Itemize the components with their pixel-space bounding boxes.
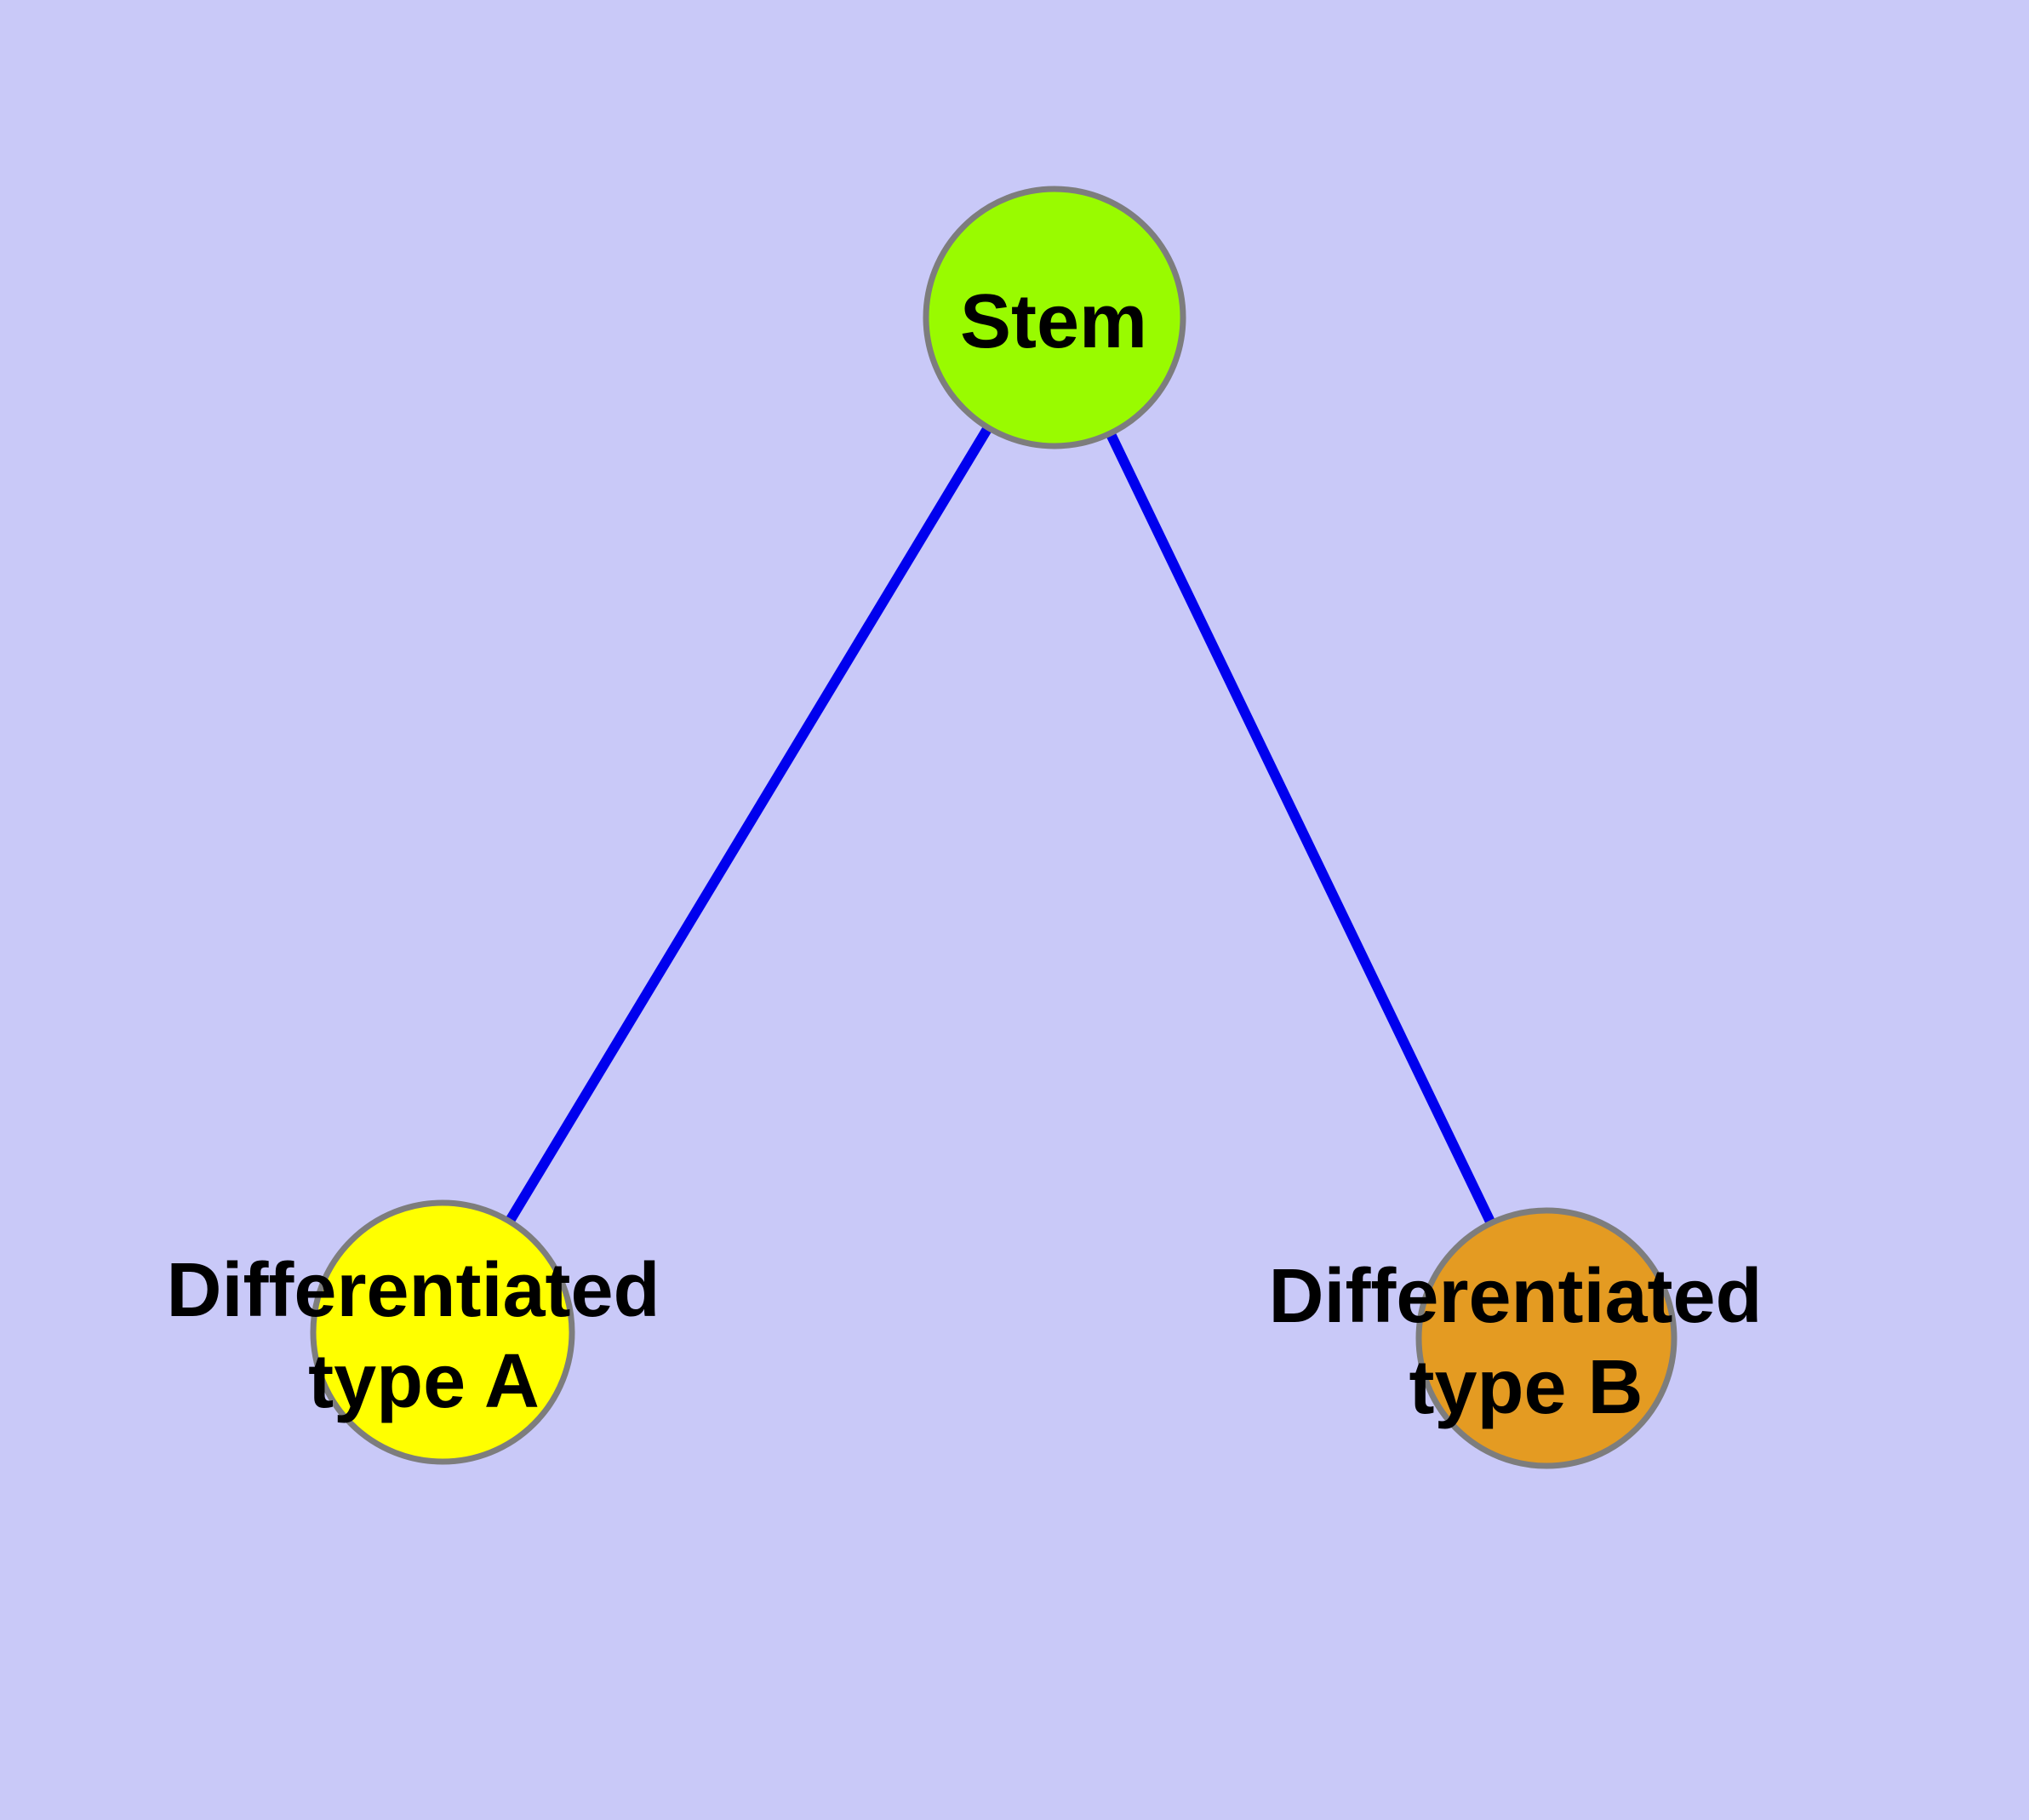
node-type-b-label-line1: Differentiated	[1268, 1254, 1762, 1339]
node-type-b-circle	[1415, 1207, 1677, 1469]
node-stem-circle	[923, 186, 1186, 449]
node-type-a-label: Differentiated type A	[166, 1248, 681, 1424]
node-type-a-label-line1: Differentiated	[166, 1248, 660, 1333]
edge-stem-to-type-b	[1049, 315, 1552, 1341]
node-stem-label: Stem	[960, 279, 1147, 364]
edge-stem-to-type-a	[437, 314, 1060, 1336]
node-type-a-circle	[310, 1199, 575, 1465]
node-type-b-label-line2: type B	[1409, 1345, 1643, 1430]
node-type-a-label-line2: type A	[308, 1339, 540, 1424]
node-type-b-label: Differentiated type B	[1268, 1254, 1783, 1430]
